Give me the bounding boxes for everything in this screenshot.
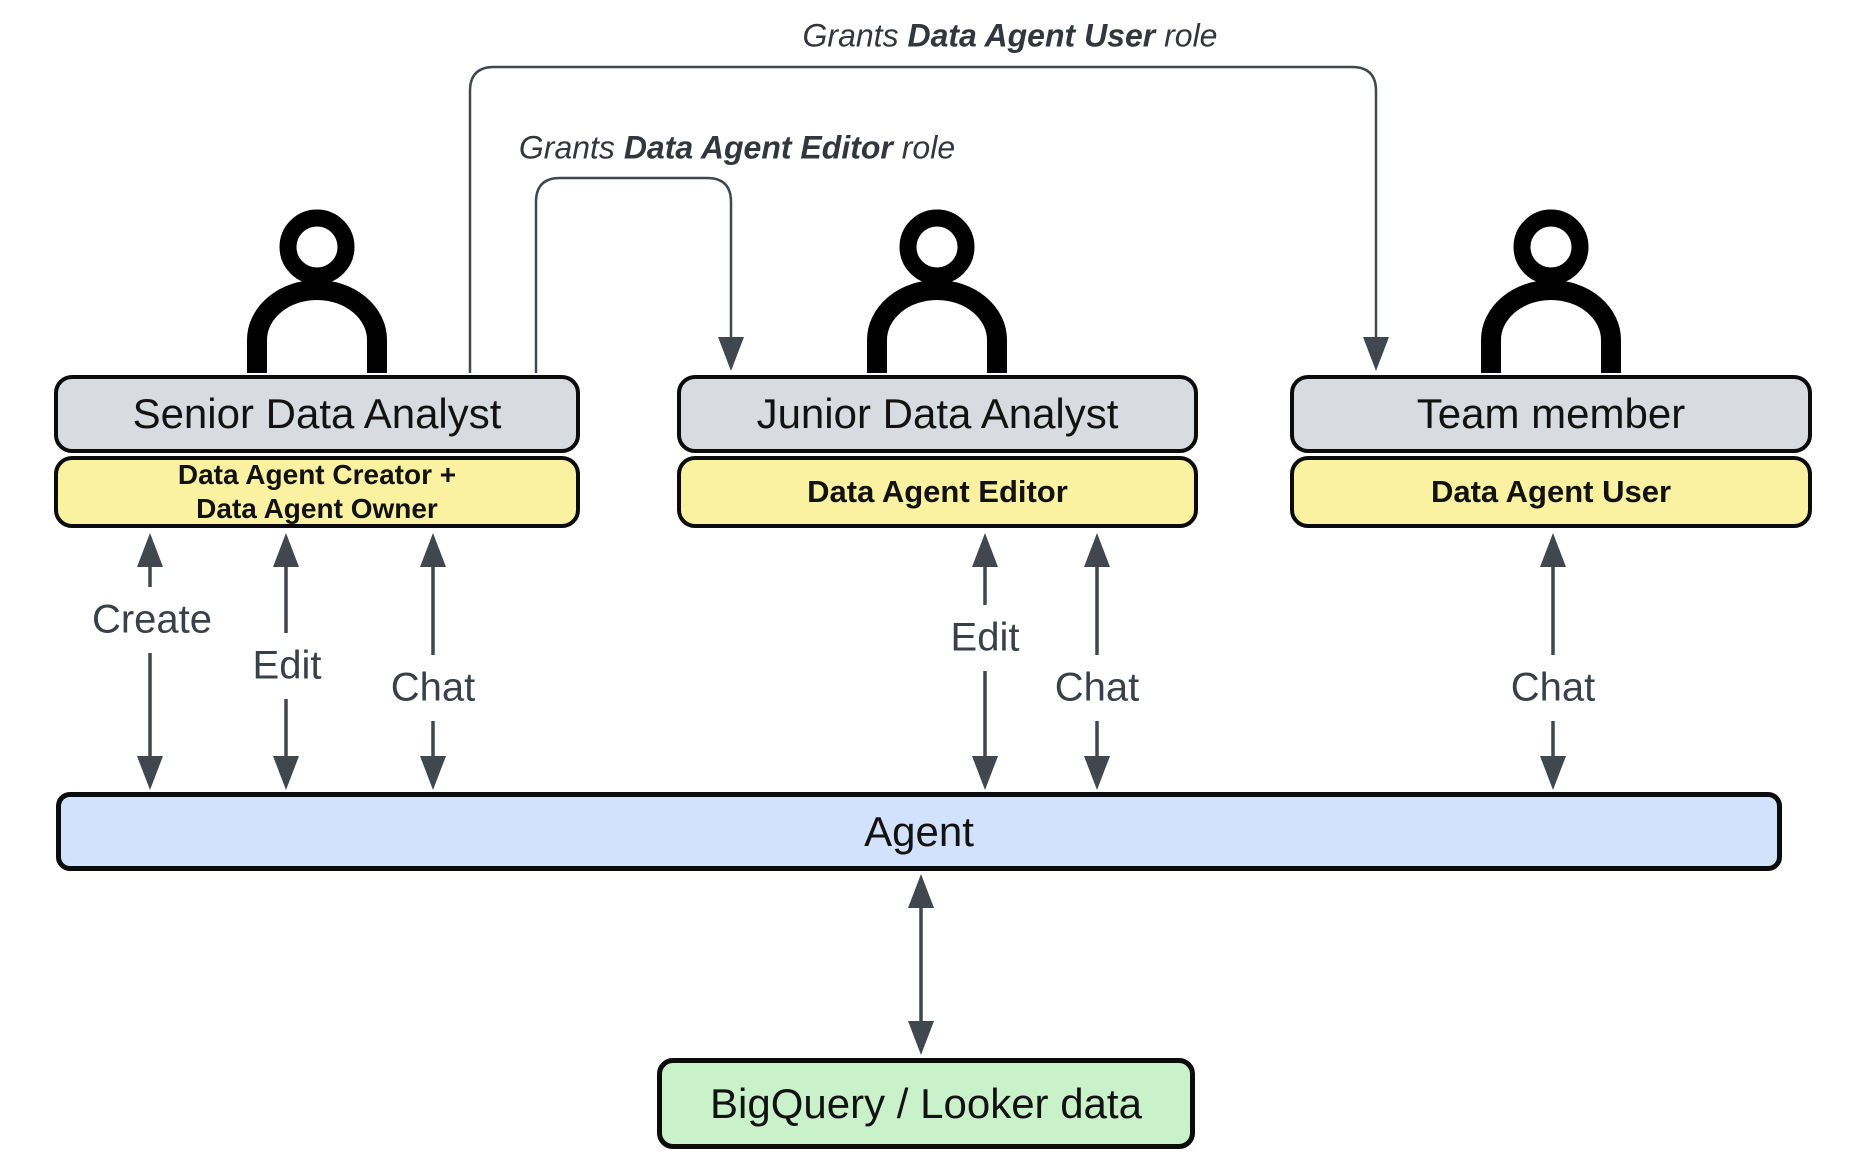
grant-editor-label: Grants Data Agent Editor role [519,130,955,167]
junior-role-box: Data Agent Editor [677,456,1198,528]
junior-edit-arrow [972,533,998,790]
agent-datastore-arrow [908,874,934,1055]
grant-editor-label-prefix: Grants [518,129,624,166]
datastore-box: BigQuery / Looker data [657,1058,1195,1149]
team-chat-label: Chat [1510,665,1596,710]
team-role-line: Data Agent User [1430,474,1672,509]
team-title: Team member [1416,390,1686,437]
junior-chat-arrow [1084,533,1110,790]
create-label: Create [91,597,213,642]
senior-edit-arrow [273,533,299,790]
senior-title-box: Senior Data Analyst [54,375,580,453]
senior-edit-label: Edit [252,643,322,688]
junior-role-line: Data Agent Editor [807,474,1068,509]
team-chat-arrow [1540,533,1566,790]
senior-title: Senior Data Analyst [132,390,502,437]
grant-user-label-suffix: role [1155,17,1218,54]
agent-bar: Agent [56,792,1782,871]
grant-editor-arrow-line [534,176,733,373]
junior-title: Junior Data Analyst [756,390,1119,437]
datastore-label: BigQuery / Looker data [710,1079,1142,1127]
grant-user-label: Grants Data Agent User role [803,18,1218,55]
senior-role-box: Data Agent Creator + Data Agent Owner [54,456,580,528]
team-role-box: Data Agent User [1290,456,1812,528]
junior-title-box: Junior Data Analyst [677,375,1198,453]
senior-person-icon [247,209,387,373]
grant-user-label-role: Data Agent User [907,17,1156,54]
grant-editor-arrowhead [718,337,744,371]
senior-chat-label: Chat [390,665,476,710]
senior-chat-arrow [420,533,446,790]
create-arrow [137,533,163,790]
grant-editor-label-suffix: role [892,129,956,166]
grant-user-arrowhead [1363,337,1389,371]
grant-user-label-prefix: Grants [802,17,908,54]
agent-label: Agent [864,807,974,855]
grant-user-arrow-line [468,65,1378,373]
junior-edit-label: Edit [950,615,1020,660]
junior-person-icon [867,209,1007,373]
junior-chat-label: Chat [1054,665,1140,710]
team-title-box: Team member [1290,375,1812,453]
team-person-icon [1481,209,1621,373]
senior-role-line-2: Data Agent Owner [196,493,438,524]
senior-role-line-1: Data Agent Creator + [177,459,457,490]
grant-editor-label-role: Data Agent Editor [623,129,893,166]
